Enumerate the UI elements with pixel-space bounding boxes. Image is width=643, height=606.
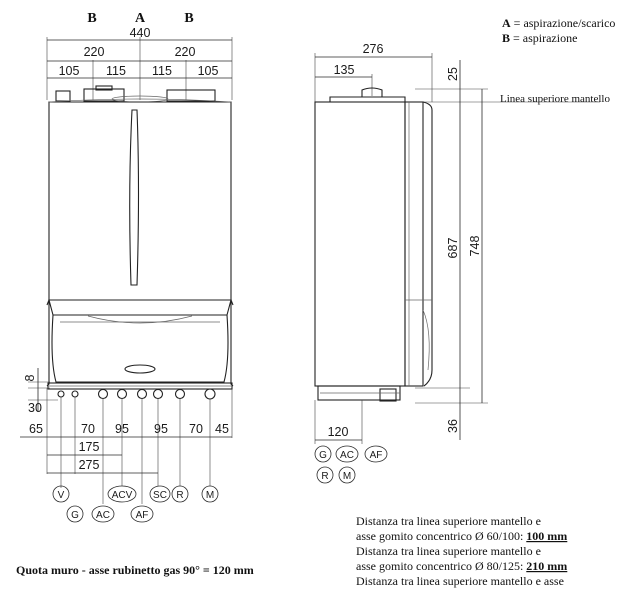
boiler-front-view [46, 85, 234, 400]
conn-acv: ACV [112, 490, 133, 501]
dist1-line1: Distanza tra linea superiore mantello e [356, 514, 541, 528]
dist2-line2: asse gomito concentrico Ø 80/125: 210 mm [356, 559, 567, 573]
side-conn-ac: AC [340, 450, 354, 461]
dist1-prefix: asse gomito concentrico Ø 60/100: [356, 529, 526, 543]
dist2-prefix: asse gomito concentrico Ø 80/125: [356, 559, 526, 573]
conn-m: M [206, 490, 214, 501]
letter-b-left: B [87, 11, 96, 26]
side-conn-circle-af [364, 445, 388, 463]
dim-65: 65 [29, 422, 43, 436]
conn-sc: SC [153, 490, 167, 501]
side-conn-af: AF [370, 450, 383, 461]
dim-25: 25 [446, 67, 460, 81]
dim-95-right: 95 [154, 422, 168, 436]
side-conn-circle-ac [335, 445, 359, 463]
dim-36: 36 [446, 419, 460, 433]
dim-70-left: 70 [81, 422, 95, 436]
dist2-value: 210 mm [526, 559, 567, 573]
front-bottom-dimensions: 8 30 65 70 95 95 70 45 175 275 [20, 368, 233, 504]
dim-115-left: 115 [106, 64, 126, 78]
side-vertical-dimensions: 25 687 748 36 Linea superiore mantello [415, 60, 610, 440]
side-conn-circle-m [338, 466, 356, 484]
dim-440: 440 [130, 26, 151, 40]
dim-275: 275 [79, 458, 100, 472]
legend-a-text: = aspirazione/scarico [511, 16, 616, 30]
dim-30: 30 [28, 401, 42, 415]
dim-105-right: 105 [198, 64, 219, 78]
legend-a-key: A [502, 16, 511, 30]
conn-circle-r [171, 485, 189, 503]
dist2-line1: Distanza tra linea superiore mantello e [356, 544, 541, 558]
dim-45: 45 [215, 422, 229, 436]
conn-circle-acv [107, 485, 137, 503]
conn-v: V [58, 490, 65, 501]
distance-notes: Distanza tra linea superiore mantello e … [356, 514, 567, 588]
dist1-value: 100 mm [526, 529, 567, 543]
dist1-line2: asse gomito concentrico Ø 60/100: 100 mm [356, 529, 567, 543]
dim-95-left: 95 [115, 422, 129, 436]
dim-70-right: 70 [189, 422, 203, 436]
letter-a: A [135, 11, 146, 26]
dim-115-right: 115 [152, 64, 172, 78]
dim-220-left: 220 [84, 45, 105, 59]
conn-circle-v [52, 485, 70, 503]
side-top-dimensions: 276 135 [314, 42, 433, 102]
conn-af: AF [136, 510, 149, 521]
dim-105-left: 105 [59, 64, 80, 78]
dim-687: 687 [446, 238, 460, 259]
side-bottom-dimensions: 120 [314, 400, 363, 444]
front-connection-labels: V G AC ACV AF SC R M [52, 485, 219, 523]
side-conn-circle-g [314, 445, 332, 463]
dim-220-right: 220 [175, 45, 196, 59]
dim-276: 276 [363, 42, 384, 56]
dim-135: 135 [334, 63, 355, 77]
side-connection-labels: G AC AF R M [314, 445, 388, 484]
conn-circle-m [201, 485, 219, 503]
dim-748: 748 [468, 236, 482, 257]
conn-circle-sc [149, 485, 171, 503]
legend-b-key: B [502, 31, 510, 45]
side-conn-m: M [343, 471, 351, 482]
conn-circle-ac [91, 505, 115, 523]
side-conn-r: R [321, 471, 328, 482]
legend-b: B = aspirazione [502, 31, 577, 45]
legend-b-text: = aspirazione [510, 31, 577, 45]
legend-a: A = aspirazione/scarico [502, 16, 615, 30]
front-top-dimensions: 440 220 220 105 115 115 105 [46, 26, 233, 100]
dim-175: 175 [79, 440, 100, 454]
side-conn-g: G [319, 450, 327, 461]
quota-muro-note: Quota muro - asse rubinetto gas 90° = 12… [16, 563, 254, 577]
conn-r: R [176, 490, 183, 501]
conn-circle-af [130, 505, 154, 523]
dist3-line1: Distanza tra linea superiore mantello e … [356, 574, 564, 588]
mantle-line-label: Linea superiore mantello [500, 93, 610, 105]
side-conn-circle-r [316, 466, 334, 484]
boiler-side-view [314, 87, 433, 402]
dim-8: 8 [23, 374, 37, 381]
conn-circle-g [66, 505, 84, 523]
letter-b-right: B [184, 11, 193, 26]
dim-120: 120 [328, 425, 349, 439]
conn-ac: AC [96, 510, 110, 521]
conn-g: G [71, 510, 79, 521]
